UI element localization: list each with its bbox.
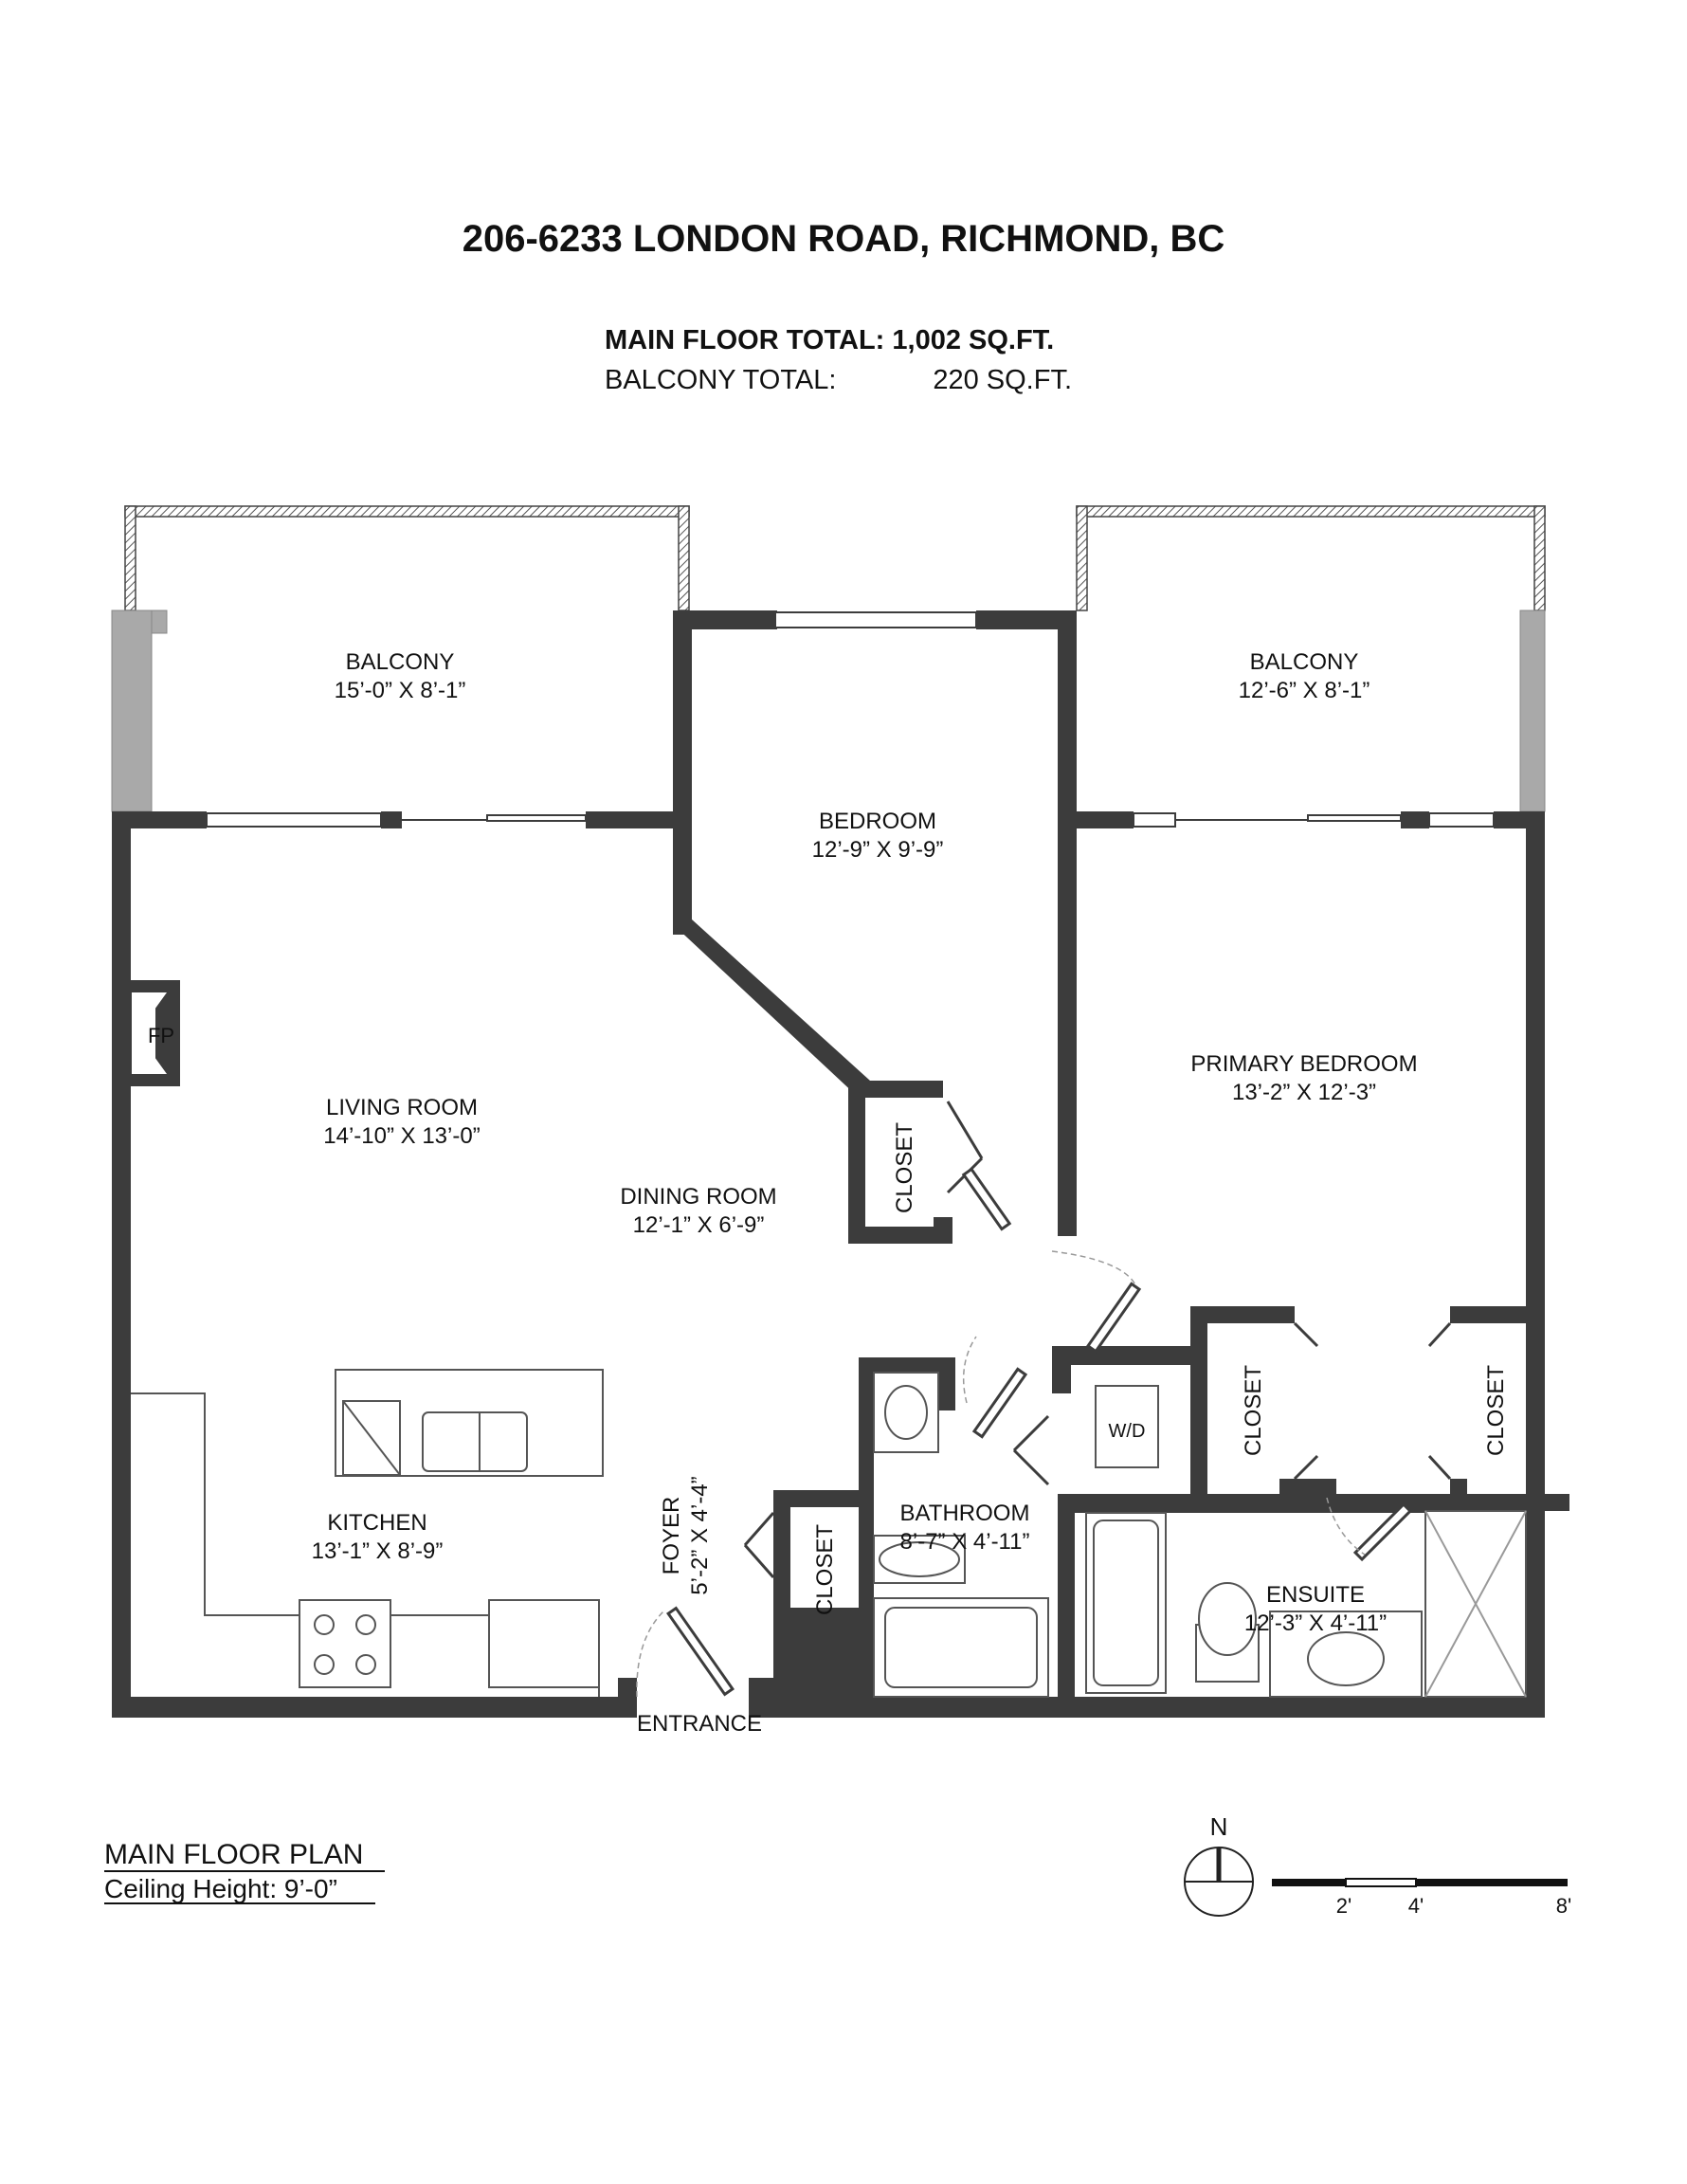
dining-room-name: DINING ROOM [620,1184,776,1210]
foyer-dims: 5’-2” X 4’-4” [687,1476,713,1594]
bathroom-name: BATHROOM [900,1501,1030,1526]
primary-bedroom-name: PRIMARY BEDROOM [1190,1051,1417,1077]
bedroom-dims: 12’-9” X 9’-9” [812,837,944,863]
balcony-total-label: BALCONY TOTAL: [605,365,836,395]
scale-label-8: 8' [1556,1894,1571,1918]
closet-right2-label: CLOSET [1483,1365,1509,1456]
balcony-railing-left [124,505,690,611]
north-compass: N [1184,1812,1254,1917]
bedroom-name: BEDROOM [819,809,936,834]
primary-bedroom-dims: 13’-2” X 12’-3” [1232,1080,1376,1105]
doors [636,1101,1452,1698]
kitchen-name: KITCHEN [327,1510,426,1536]
balcony-side-walls [111,610,1546,812]
address-title: 206-6233 LONDON ROAD, RICHMOND, BC [463,218,1225,260]
windows [206,611,1495,828]
balcony-left-dims: 15’-0” X 8’-1” [335,678,466,703]
scale-label-2: 2' [1336,1894,1351,1918]
living-room-name: LIVING ROOM [326,1095,478,1120]
washer-dryer: W/D [1095,1385,1159,1468]
bathroom-dims: 8’-7” X 4’-11” [900,1529,1030,1555]
fireplace: FP [130,980,180,1086]
balcony-total-value: 220 SQ.FT. [933,365,1072,395]
closet-bedroom-label: CLOSET [892,1122,917,1213]
balcony-left-name: BALCONY [346,649,455,675]
foyer-name: FOYER [659,1497,684,1575]
ensuite-name: ENSUITE [1266,1582,1365,1608]
dining-room-dims: 12’-1” X 6’-9” [633,1212,765,1238]
bathroom-fixtures [873,1372,1527,1698]
kitchen-dims: 13’-1” X 8’-9” [312,1538,444,1564]
closet-foyer-label: CLOSET [812,1524,838,1615]
sliding-doors [402,814,1402,822]
ceiling-height: Ceiling Height: 9’-0” [104,1874,337,1903]
walls [112,610,1569,1718]
closet-right1-label: CLOSET [1241,1365,1266,1456]
north-label: N [1210,1812,1228,1841]
washer-dryer-label: W/D [1109,1421,1146,1442]
plan-title: MAIN FLOOR PLAN [104,1839,363,1870]
living-room-dims: 14’-10” X 13’-0” [323,1123,480,1149]
scale-label-4: 4' [1408,1894,1424,1918]
scale-bar: 2' 4' 8' [1272,1878,1571,1918]
entrance-label: ENTRANCE [637,1711,762,1737]
fireplace-label: FP [148,1024,174,1047]
main-floor-total: MAIN FLOOR TOTAL: 1,002 SQ.FT. [605,325,1054,355]
ensuite-dims: 12’-3” X 4’-11” [1244,1611,1387,1636]
kitchen-fixtures [131,1369,604,1697]
balcony-railing-right [1076,505,1546,611]
balcony-right-dims: 12’-6” X 8’-1” [1239,678,1370,703]
balcony-right-name: BALCONY [1250,649,1359,675]
